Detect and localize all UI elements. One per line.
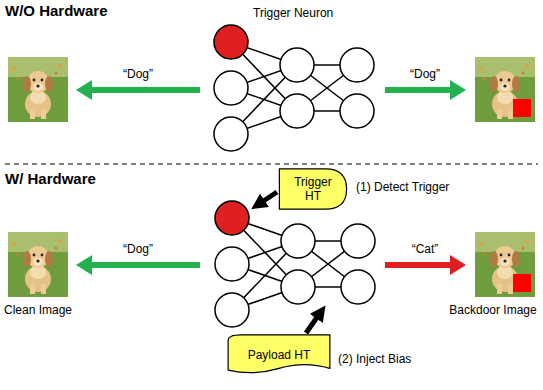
output-arrow (76, 255, 200, 275)
section-heading: W/ Hardware (5, 170, 96, 188)
trigger-patch (513, 274, 531, 292)
annotation-label: “Dog” (410, 67, 440, 81)
annotation-label: Backdoor Image (449, 303, 536, 317)
annotation-label: Clean Image (4, 303, 72, 317)
trojan-arrow (262, 192, 277, 202)
annotation-label: “Cat” (412, 242, 439, 256)
annotation-label: “Dog” (123, 67, 153, 81)
annotation-label: “Dog” (123, 242, 153, 256)
shape-path (228, 335, 330, 373)
annotation-label: (1) Detect Trigger (356, 180, 449, 194)
annotation-label: Trigger Neuron (253, 6, 333, 20)
node-text: Payload HT (248, 348, 311, 362)
trojan-shape: Payload HT (226, 334, 332, 376)
trigger-patch (513, 99, 531, 117)
dog-image (475, 57, 535, 122)
dashed-separator (5, 163, 538, 164)
neural-network (214, 25, 374, 151)
trojan-shape: Trigger HT (278, 168, 348, 210)
neural-network (215, 201, 375, 327)
node-text: Trigger HT (287, 175, 339, 204)
output-arrow (385, 80, 466, 100)
output-arrow (385, 255, 466, 275)
annotation-label: (2) Inject Bias (338, 352, 411, 366)
output-arrow (76, 80, 200, 100)
dog-image (475, 232, 535, 297)
section-heading: W/O Hardware (5, 2, 108, 20)
dog-image (8, 57, 68, 122)
trojan-arrow (306, 316, 318, 333)
dog-image (8, 232, 68, 297)
shape-path (279, 169, 346, 209)
